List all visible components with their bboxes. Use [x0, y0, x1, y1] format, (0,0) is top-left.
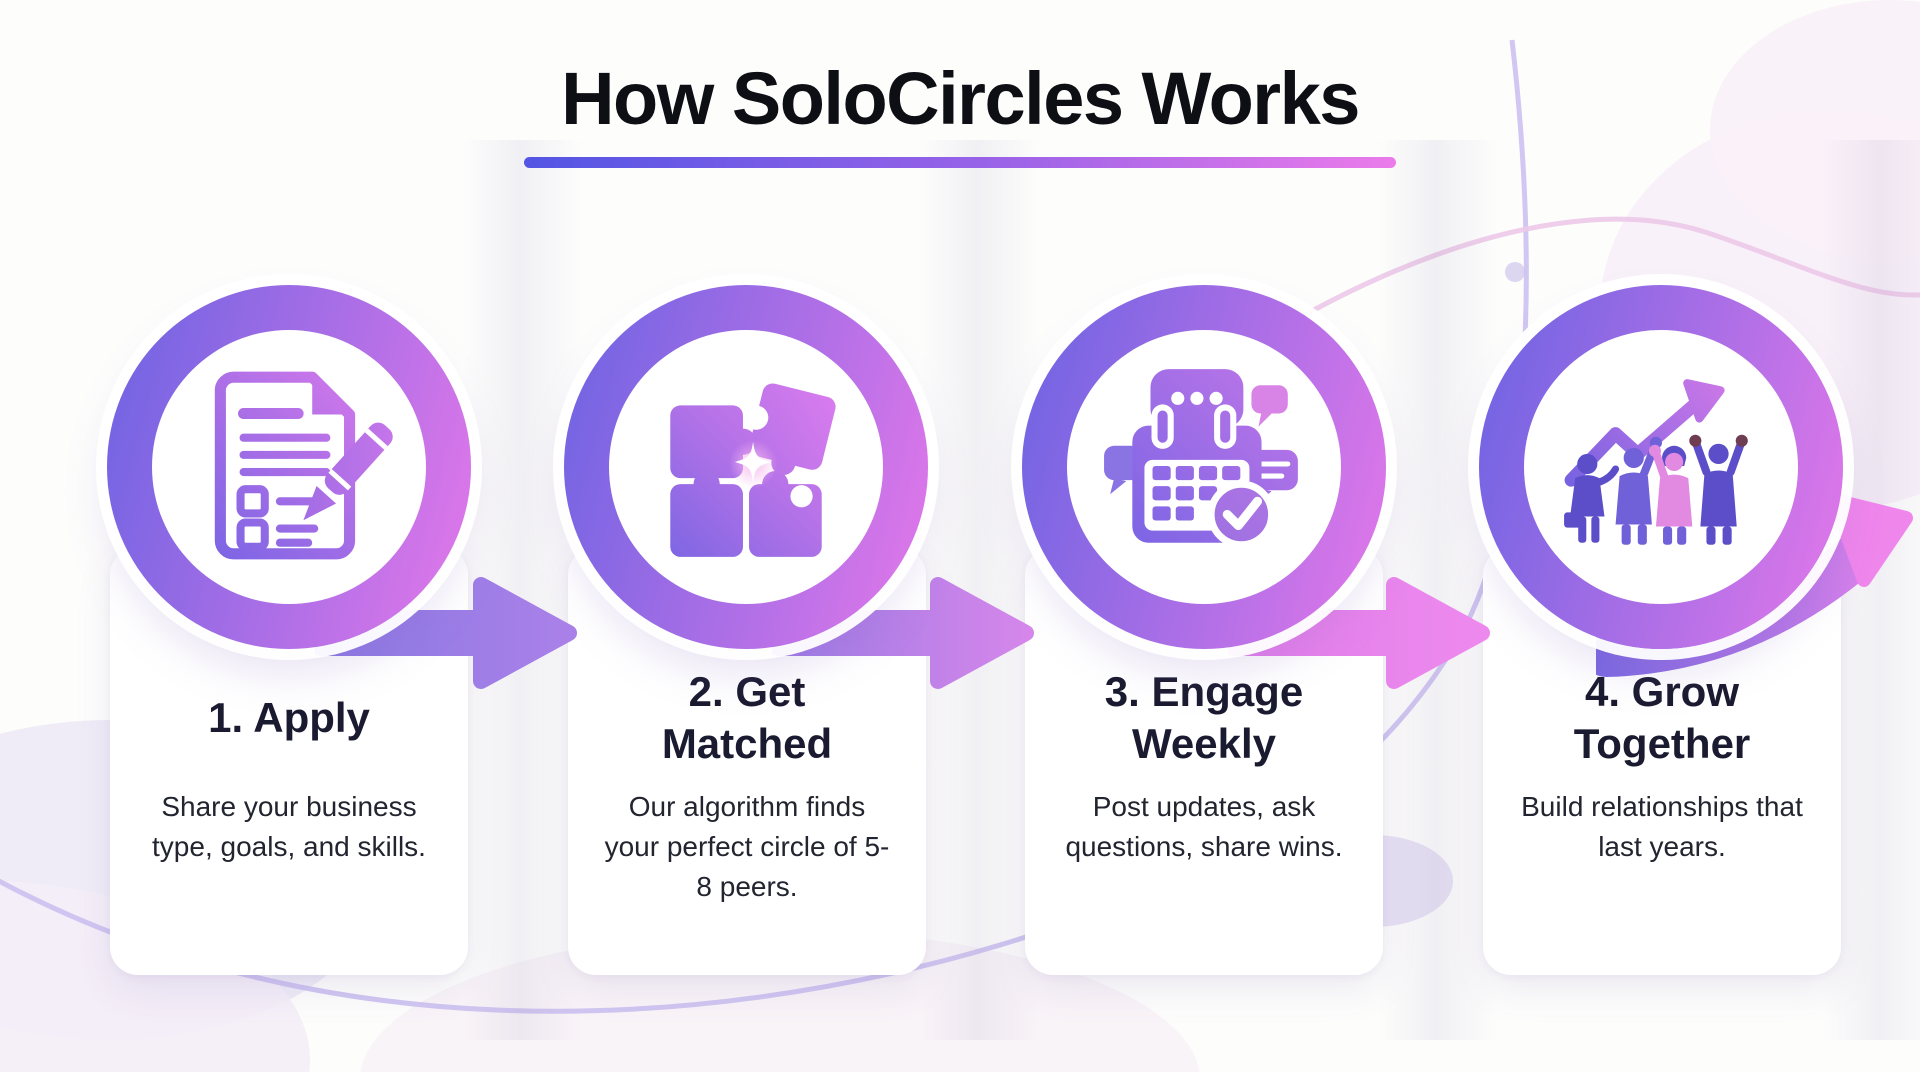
step-circle-4	[1479, 285, 1843, 649]
sparkle-glyph	[734, 441, 772, 483]
title-underline	[524, 157, 1396, 168]
application-form-icon	[214, 371, 393, 560]
blob-top-right-2	[1710, 0, 1920, 260]
step-heading: 3. Engage Weekly	[1104, 667, 1304, 768]
header: How SoloCircles Works	[0, 56, 1920, 168]
step-description: Build relationships that last years.	[1521, 791, 1803, 862]
step-heading: 4. Grow Together	[1573, 667, 1751, 768]
circle-inner	[1524, 330, 1798, 604]
circle-inner	[609, 330, 883, 604]
pen-glyph	[303, 422, 393, 521]
step-heading: 1. Apply	[208, 693, 370, 741]
blob-bottom-left-2	[0, 880, 310, 1072]
step-description: Our algorithm finds your perfect circle …	[604, 791, 890, 902]
puzzle-match-icon	[670, 383, 836, 557]
page-title: How SoloCircles Works	[561, 57, 1360, 140]
circle-inner	[1067, 330, 1341, 604]
step-description: Post updates, ask questions, share wins.	[1065, 791, 1343, 862]
calendar-chat-icon	[1104, 369, 1298, 549]
blob-bottom-center	[360, 930, 1200, 1072]
dot-accent	[1505, 262, 1525, 282]
step-description: Share your business type, goals, and ski…	[152, 791, 426, 862]
step-circle-3	[1022, 285, 1386, 649]
step-circle-2	[564, 285, 928, 649]
step-circle-1	[107, 285, 471, 649]
circle-inner	[152, 330, 426, 604]
growth-team-icon	[1564, 379, 1748, 545]
step-heading: 2. Get Matched	[661, 667, 833, 768]
